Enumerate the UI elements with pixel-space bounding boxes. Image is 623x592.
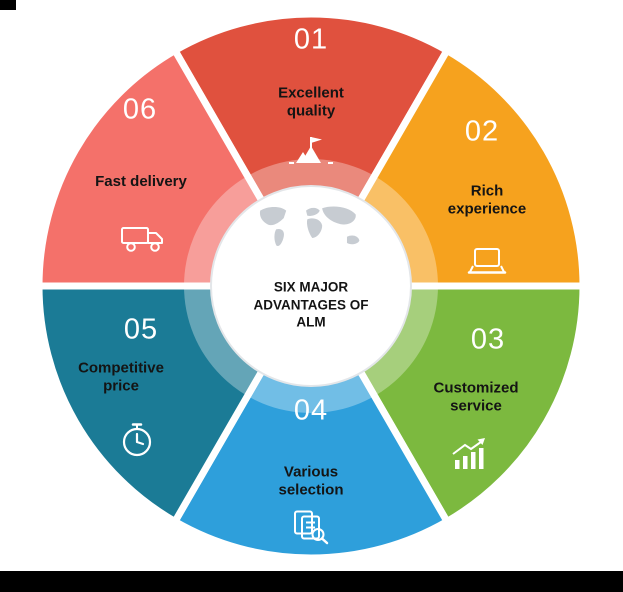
center-title: SIX MAJOR ADVANTAGES OF ALM: [253, 279, 369, 330]
segment-label: Excellent quality: [278, 84, 344, 120]
flag-mountain-icon: [288, 135, 334, 169]
bottom-black-bar: [0, 571, 623, 592]
growth-chart-icon: [446, 436, 492, 472]
segment-number: 05: [123, 313, 159, 346]
center-circle: [210, 185, 412, 387]
delivery-truck-icon: [119, 221, 167, 255]
segment-number: 02: [464, 115, 500, 148]
segment-number: 01: [293, 23, 329, 56]
document-search-icon: [290, 509, 332, 546]
segment-label: Customized service: [433, 379, 519, 415]
segment-number: 06: [122, 93, 158, 126]
segment-label: Various selection: [278, 463, 344, 499]
segment-label: Fast delivery: [95, 172, 187, 190]
clock-icon: [118, 421, 156, 459]
top-left-black-notch: [0, 0, 16, 10]
segment-number: 03: [470, 323, 506, 356]
segment-label: Competitive price: [78, 359, 164, 395]
world-map-icon: [259, 206, 360, 247]
segment-label: Rich experience: [447, 182, 527, 218]
segment-04-wedge: [171, 282, 451, 562]
segment-number: 04: [293, 394, 329, 427]
laptop-icon: [464, 246, 510, 278]
